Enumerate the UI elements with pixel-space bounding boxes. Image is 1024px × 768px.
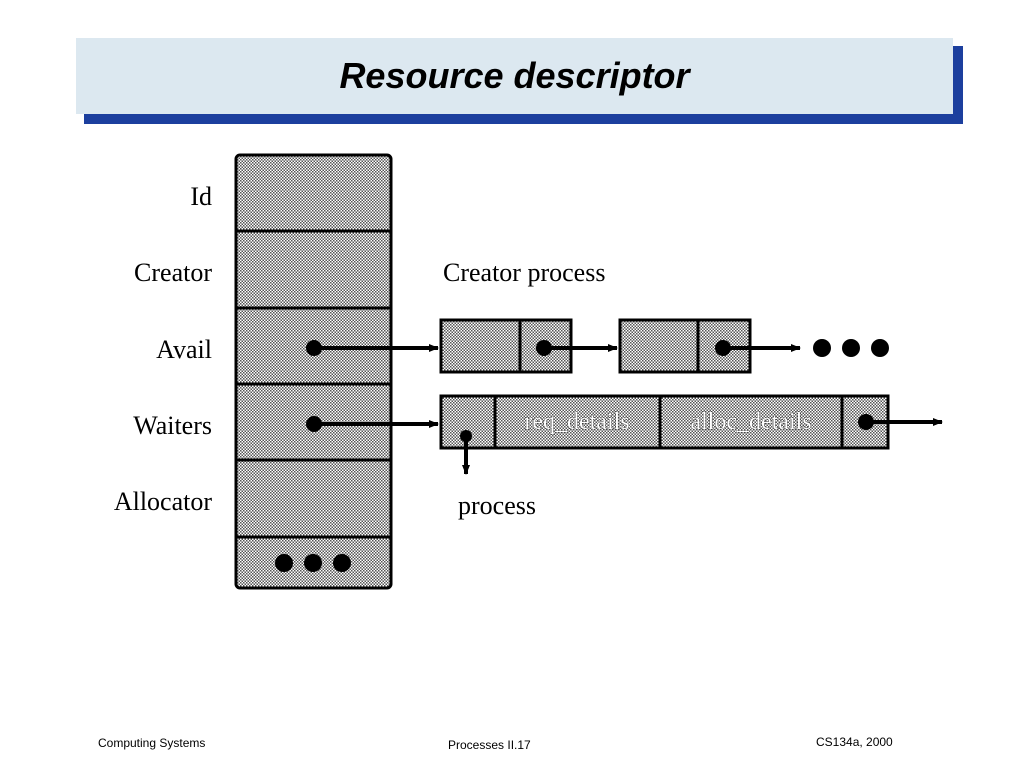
waiter-node: req_details alloc_details bbox=[439, 394, 943, 450]
waiter-field-req-details: req_details bbox=[524, 409, 629, 435]
field-label-id: Id bbox=[190, 182, 212, 211]
field-label-waiters: Waiters bbox=[133, 411, 212, 440]
footer-course-name: Computing Systems bbox=[98, 736, 206, 750]
slide-title: Resource descriptor bbox=[339, 55, 690, 96]
field-label-creator: Creator bbox=[134, 258, 212, 287]
avail-list-node bbox=[618, 318, 801, 374]
avail-list-node bbox=[439, 318, 618, 374]
avail-list-ellipsis bbox=[813, 339, 889, 357]
footer-course-code: CS134a, 2000 bbox=[816, 735, 893, 749]
waiter-field-alloc-details: alloc_details bbox=[690, 409, 811, 435]
title-banner: Resource descriptor bbox=[76, 38, 953, 114]
descriptor-table bbox=[234, 153, 393, 590]
footer-slide-number: Processes II.17 bbox=[448, 738, 531, 752]
field-label-allocator: Allocator bbox=[114, 487, 213, 516]
table-ellipsis bbox=[275, 554, 351, 572]
creator-process-label: Creator process bbox=[443, 258, 605, 287]
field-label-avail: Avail bbox=[156, 335, 212, 364]
process-label: process bbox=[458, 491, 536, 520]
waiters-pointer bbox=[306, 416, 439, 432]
avail-pointer bbox=[306, 340, 439, 356]
process-pointer bbox=[460, 430, 472, 475]
